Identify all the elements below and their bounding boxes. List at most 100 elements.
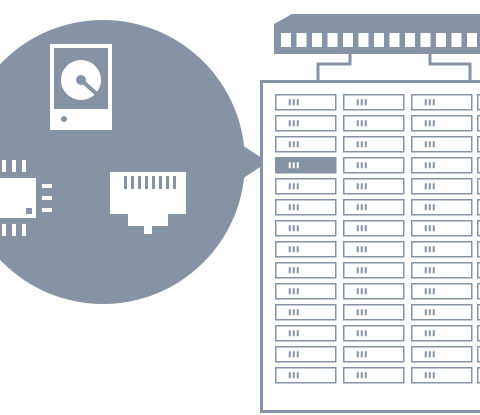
drive-bay-partial bbox=[477, 136, 480, 153]
switch-port bbox=[358, 33, 369, 47]
drive-bay-led bbox=[428, 99, 431, 106]
drive-bay-led bbox=[432, 288, 435, 295]
drive-bay-led bbox=[432, 99, 435, 106]
drive-bay bbox=[343, 346, 405, 363]
server-rack bbox=[260, 80, 480, 413]
drive-bay-led bbox=[432, 162, 435, 169]
drive-bay-led bbox=[432, 204, 435, 211]
drive-bay-led bbox=[356, 99, 359, 106]
drive-bay-led bbox=[292, 162, 295, 169]
drive-bay-led bbox=[296, 372, 299, 379]
drive-bay-led bbox=[432, 267, 435, 274]
drive-bay-led bbox=[428, 183, 431, 190]
drive-bay-led bbox=[364, 267, 367, 274]
drive-bay-led bbox=[428, 351, 431, 358]
drive-bay bbox=[343, 262, 405, 279]
drive-bay-led bbox=[424, 99, 427, 106]
drive-bay-led bbox=[364, 309, 367, 316]
drive-bay bbox=[343, 241, 405, 258]
drive-bay bbox=[343, 136, 405, 153]
drive-bay-partial bbox=[477, 199, 480, 216]
drive-bay-led bbox=[428, 309, 431, 316]
drive-bay-led bbox=[360, 183, 363, 190]
ethernet-pin bbox=[152, 176, 155, 189]
drive-bay-led bbox=[432, 225, 435, 232]
drive-bay-partial bbox=[477, 157, 480, 174]
drive-bay-led bbox=[356, 204, 359, 211]
drive-bay-led bbox=[356, 372, 359, 379]
drive-bay-partial bbox=[477, 367, 480, 384]
drive-bay-led bbox=[428, 120, 431, 127]
drive-bay-led bbox=[428, 246, 431, 253]
drive-bay-led bbox=[432, 141, 435, 148]
drive-bay-led bbox=[296, 246, 299, 253]
drive-bay-led bbox=[424, 141, 427, 148]
ethernet-pin bbox=[166, 176, 169, 189]
drive-bay-led bbox=[288, 162, 291, 169]
drive-bay-partial bbox=[477, 94, 480, 111]
drive-bay bbox=[343, 178, 405, 195]
drive-bay bbox=[411, 136, 473, 153]
drive-bay-led bbox=[432, 120, 435, 127]
drive-bay-led bbox=[424, 204, 427, 211]
drive-bay-led bbox=[292, 204, 295, 211]
drive-bay bbox=[343, 115, 405, 132]
drive-bay bbox=[275, 115, 337, 132]
drive-bay-led bbox=[292, 246, 295, 253]
drive-bay-led bbox=[360, 141, 363, 148]
switch-port bbox=[405, 33, 415, 47]
drive-bay bbox=[275, 346, 337, 363]
switch-port bbox=[420, 33, 431, 47]
drive-bay-led bbox=[296, 183, 299, 190]
drive-bay bbox=[411, 262, 473, 279]
drive-bay-led bbox=[296, 204, 299, 211]
drive-bay bbox=[411, 178, 473, 195]
drive-bay-led bbox=[356, 225, 359, 232]
switch-port bbox=[312, 33, 322, 47]
switch-port bbox=[389, 33, 400, 47]
hard-drive-icon bbox=[50, 44, 112, 130]
drive-bay-led bbox=[424, 225, 427, 232]
drive-bay-led bbox=[424, 183, 427, 190]
drive-bay-led bbox=[428, 288, 431, 295]
switch-port bbox=[327, 33, 338, 47]
drive-bay bbox=[411, 94, 473, 111]
drive-bay-led bbox=[424, 330, 427, 337]
drive-bay-led bbox=[360, 120, 363, 127]
drive-bay-led bbox=[296, 225, 299, 232]
drive-bay-led bbox=[288, 372, 291, 379]
drive-bay bbox=[411, 241, 473, 258]
drive-bay bbox=[343, 283, 405, 300]
drive-bay bbox=[275, 136, 337, 153]
drive-bay-led bbox=[296, 162, 299, 169]
switch-port bbox=[467, 33, 477, 47]
drive-bay-led bbox=[356, 162, 359, 169]
drive-bay-led bbox=[360, 246, 363, 253]
drive-bay-led bbox=[360, 204, 363, 211]
drive-bay-led bbox=[364, 162, 367, 169]
drive-bay-led bbox=[364, 141, 367, 148]
drive-bay-led bbox=[428, 267, 431, 274]
ethernet-pin bbox=[131, 176, 134, 189]
drive-bay bbox=[343, 199, 405, 216]
drive-bay-led bbox=[292, 351, 295, 358]
drive-bay-partial bbox=[477, 262, 480, 279]
switch-port bbox=[451, 33, 462, 47]
drive-bay-partial bbox=[477, 241, 480, 258]
drive-bay-led bbox=[428, 204, 431, 211]
drive-bay-led bbox=[364, 288, 367, 295]
drive-bay-led bbox=[292, 288, 295, 295]
drive-bay-partial bbox=[477, 304, 480, 321]
drive-bay bbox=[343, 220, 405, 237]
drive-bay-led bbox=[296, 120, 299, 127]
ethernet-pin bbox=[159, 176, 162, 189]
cpu-chip-icon bbox=[0, 160, 52, 236]
drive-bay-led bbox=[364, 99, 367, 106]
drive-bay-led bbox=[292, 225, 295, 232]
drive-bay-partial bbox=[477, 115, 480, 132]
drive-bay-led bbox=[360, 372, 363, 379]
drive-bay-led bbox=[428, 162, 431, 169]
switch-port bbox=[281, 33, 291, 47]
